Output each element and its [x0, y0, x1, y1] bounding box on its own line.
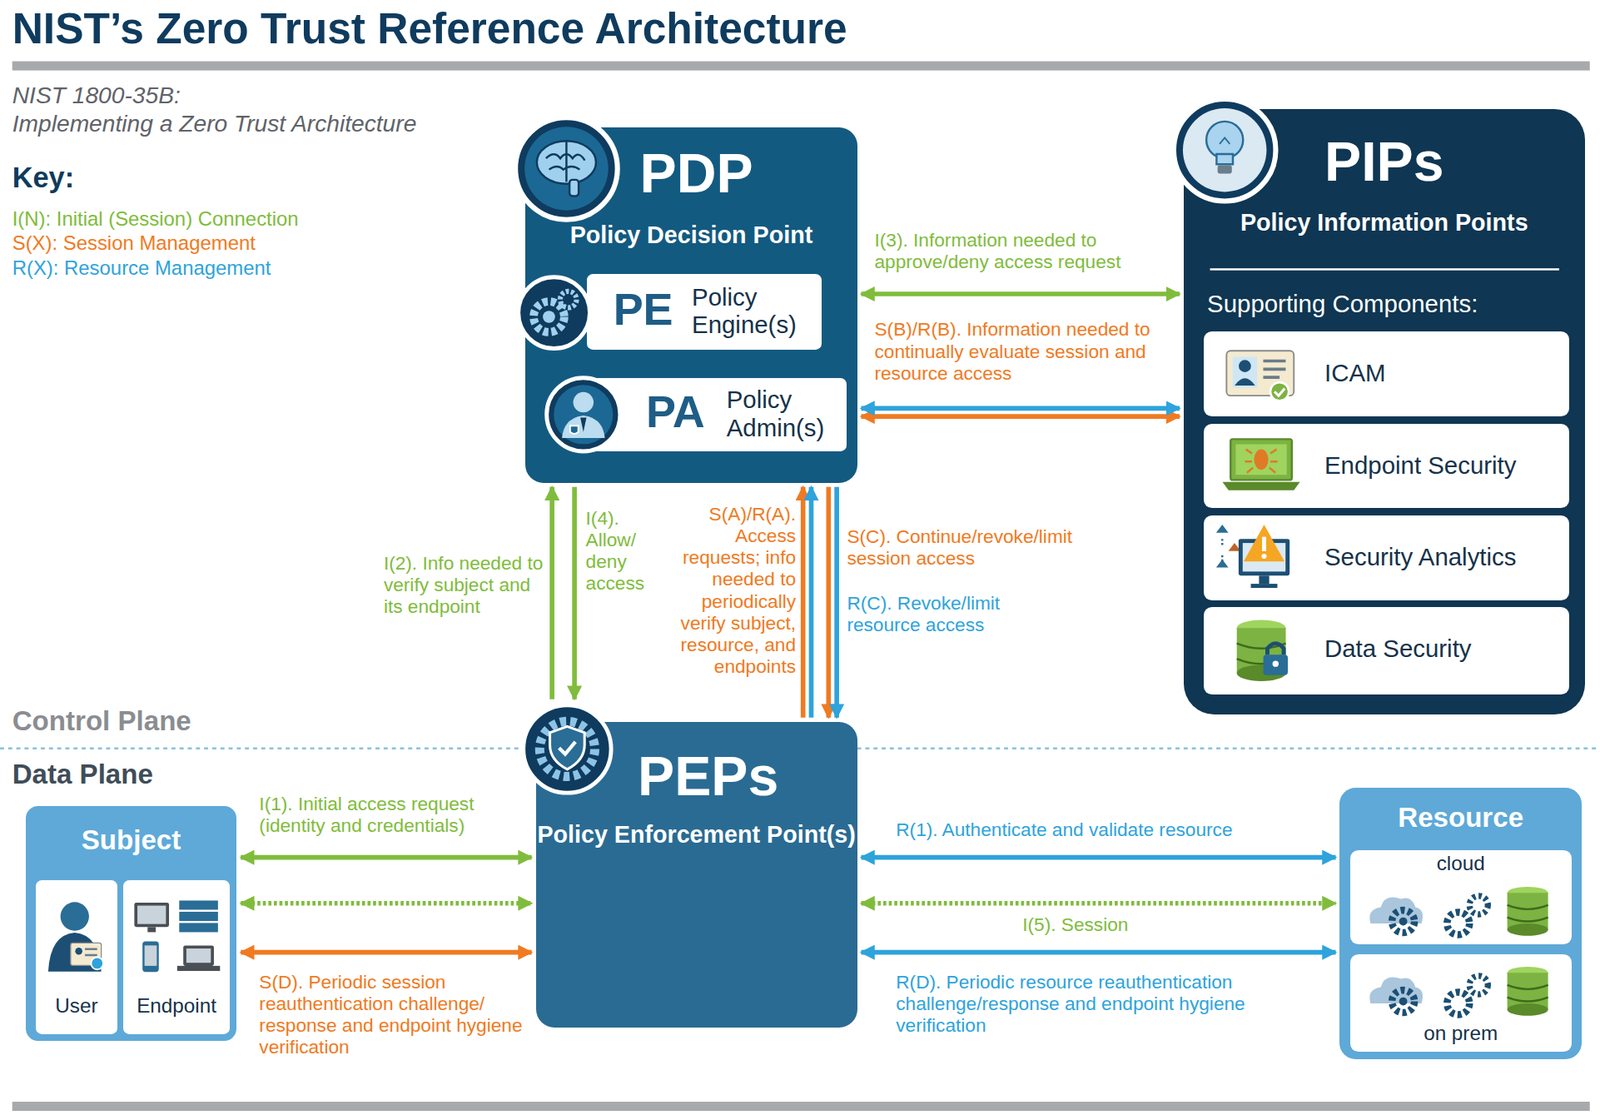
brain-icon	[510, 112, 623, 225]
node-heading: PDP	[640, 141, 845, 205]
node-text: Resource	[1339, 801, 1582, 834]
connector-arrow	[861, 413, 1180, 419]
legend-text: S(X): Session Management	[12, 231, 421, 254]
node-text: Policy Admin(s)	[726, 385, 845, 443]
shield-gear-icon	[520, 701, 615, 796]
node-heading: PIPs	[1324, 129, 1570, 194]
onprem-resources-icon	[1364, 962, 1559, 1019]
connector-arrow	[861, 291, 1180, 297]
divider-line	[1209, 267, 1560, 272]
peps-box: PEPsPolicy Enforcement Point(s)	[536, 721, 858, 1029]
id-badge-icon	[1220, 340, 1302, 408]
analytics-icon	[1212, 524, 1294, 592]
pdp-box: PDP Policy Decision Point PEPolicy Engine…	[525, 127, 857, 483]
edge-label: S(C). Continue/revoke/limit session acce…	[846, 525, 1123, 569]
node-text: cloud	[1350, 851, 1572, 875]
node-text: Data Security	[1324, 634, 1566, 663]
node-text: Subject	[25, 824, 238, 856]
edge-label: I(5). Session	[1022, 913, 1176, 935]
database-lock-icon	[1224, 617, 1307, 685]
connector-arrow	[809, 486, 815, 718]
subject-box: Subject User Endpoint	[25, 805, 238, 1041]
component-box: Security Analytics	[1203, 515, 1570, 601]
bottom-rule	[12, 1101, 1591, 1111]
admin-icon	[543, 374, 624, 455]
component-box: ICAM	[1203, 331, 1570, 417]
plane-label: Data Plane	[12, 758, 319, 791]
devices-icon	[128, 898, 224, 980]
pips-box: PIPsPolicy Information PointsSupporting …	[1183, 109, 1586, 715]
node-text: Endpoint Security	[1324, 451, 1566, 480]
resource-box: Resource cloud on prem	[1339, 787, 1582, 1059]
node-text: ICAM	[1324, 358, 1566, 388]
pe-box: PEPolicy Engine(s)	[586, 273, 822, 351]
node-text: Security Analytics	[1324, 542, 1566, 572]
node-text: Policy Engine(s)	[691, 283, 819, 340]
laptop-bug-icon	[1220, 432, 1302, 500]
node-text: Endpoint	[123, 993, 229, 1018]
plane-label: Control Plane	[12, 705, 319, 737]
resource-location-box: cloud	[1350, 849, 1572, 945]
node-heading: PEPs	[637, 744, 855, 808]
node-heading: PA	[645, 385, 724, 438]
edge-label: I(4). Allow/ deny access	[586, 506, 654, 594]
cloud-resources-icon	[1364, 882, 1559, 939]
node-text: Policy Enforcement Point(s)	[536, 820, 858, 849]
connector-arrow	[240, 900, 532, 906]
edge-label: S(B)/R(B). Information needed to continu…	[874, 318, 1177, 383]
subtitle: NIST 1800-35B:	[12, 81, 502, 109]
connector-arrow	[861, 900, 1337, 906]
legend-text: R(X): Resource Management	[12, 256, 421, 279]
pa-box: PAPolicy Admin(s)	[586, 377, 848, 452]
edge-label: I(2). Info needed to verify subject and …	[383, 551, 546, 617]
top-rule	[12, 61, 1591, 71]
node-text: Supporting Components:	[1207, 289, 1575, 319]
edge-label: R(C). Revoke/limit resource access	[846, 591, 1072, 636]
bulb-icon	[1169, 94, 1280, 205]
user-icon	[44, 895, 110, 978]
edge-label: S(A)/R(A). Access requests; info needed …	[655, 502, 796, 677]
user-box: User	[35, 879, 118, 1034]
gears-icon	[515, 273, 593, 352]
legend-text: I(N): Initial (Session) Connection	[12, 207, 421, 230]
endpoint-box: Endpoint	[123, 879, 229, 1034]
edge-label: I(3). Information needed to approve/deny…	[874, 228, 1173, 273]
edge-label: R(1). Authenticate and validate resource	[895, 818, 1315, 840]
node-text: Policy Information Points	[1183, 208, 1586, 237]
connector-arrow	[240, 949, 532, 955]
edge-label: S(D). Periodic session reauthentication …	[258, 970, 535, 1058]
resource-location-box: on prem	[1350, 954, 1572, 1051]
connector-arrow	[861, 405, 1180, 411]
connector-arrow	[800, 486, 806, 718]
connector-arrow	[861, 854, 1337, 860]
node-text: User	[35, 993, 118, 1018]
node-text: Policy Decision Point	[525, 221, 857, 249]
connector-arrow	[240, 854, 532, 860]
node-text: on prem	[1350, 1021, 1572, 1045]
edge-label: I(1). Initial access request (identity a…	[258, 792, 527, 836]
connector-arrow	[861, 949, 1337, 955]
subtitle: Implementing a Zero Trust Architecture	[12, 109, 502, 137]
node-heading: PE	[613, 283, 687, 335]
component-box: Data Security	[1203, 606, 1570, 694]
edge-label: R(D). Periodic resource reauthentication…	[895, 970, 1315, 1036]
component-box: Endpoint Security	[1203, 423, 1570, 509]
key-heading: Key:	[12, 161, 135, 194]
connector-arrow	[826, 486, 832, 718]
connector-arrow	[549, 486, 555, 700]
connector-arrow	[834, 486, 840, 718]
page-title: NIST’s Zero Trust Reference Architecture	[12, 4, 1238, 54]
connector-arrow	[571, 486, 577, 700]
